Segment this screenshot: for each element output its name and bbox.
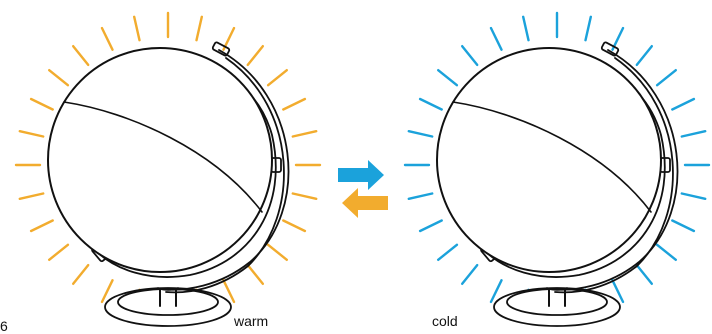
cold-ray <box>437 68 459 87</box>
warm-ray <box>282 97 307 111</box>
warm-globe-drawing <box>47 41 290 327</box>
warm-globe-meridian <box>159 49 290 291</box>
cold-ray <box>489 26 503 51</box>
warm-globe-top-cap <box>211 41 231 57</box>
arrow-left <box>342 188 388 218</box>
warm-ray <box>246 45 264 67</box>
warm-globe-equator <box>63 101 263 213</box>
warm-ray <box>266 243 288 261</box>
cold-globe-meridian <box>548 49 679 291</box>
warm-ray <box>132 15 141 42</box>
warm-globe <box>14 11 322 327</box>
cold-ray <box>680 129 707 138</box>
warm-label: warm <box>233 313 268 329</box>
cold-ray <box>418 219 443 233</box>
cold-ray <box>635 263 653 285</box>
warm-ray <box>222 279 236 304</box>
warm-ray <box>100 279 114 304</box>
cold-ray <box>489 279 503 304</box>
warm-ray <box>29 97 54 111</box>
warm-ray <box>48 243 70 261</box>
cold-globe-top-cap <box>600 41 620 57</box>
warm-ray <box>195 15 204 42</box>
warm-ray <box>246 263 264 285</box>
warm-ray <box>291 192 318 201</box>
cold-ray <box>461 263 479 285</box>
cold-ray <box>522 15 530 42</box>
cold-ray <box>407 129 434 138</box>
cold-ray <box>407 192 434 201</box>
cold-globe-equator <box>452 101 652 213</box>
cold-ray <box>611 279 625 304</box>
warm-ray <box>100 26 114 51</box>
cold-ray <box>671 97 696 111</box>
cold-ray <box>635 45 653 67</box>
cold-globe-sphere <box>436 47 662 273</box>
warm-globe-sphere <box>47 47 273 273</box>
cold-ray <box>671 219 696 233</box>
warm-ray <box>291 129 318 138</box>
cold-ray <box>461 45 479 67</box>
cold-ray <box>437 243 459 261</box>
warm-ray <box>18 129 45 138</box>
warm-ray <box>71 263 90 285</box>
warm-ray <box>266 68 288 87</box>
warm-ray <box>29 219 54 233</box>
cold-ray <box>655 68 677 87</box>
cold-globe-drawing <box>436 41 679 327</box>
cold-label: cold <box>432 313 458 329</box>
cold-ray <box>584 15 592 42</box>
warm-ray <box>71 45 90 67</box>
arrow-right <box>338 160 384 190</box>
warm-ray <box>48 68 70 87</box>
exchange-arrows <box>338 160 388 218</box>
cold-globe <box>403 11 711 327</box>
warm-ray <box>282 219 307 233</box>
cold-ray <box>680 192 707 201</box>
corner-mark: 6 <box>0 318 8 334</box>
cold-ray <box>418 97 443 111</box>
cold-ray <box>655 243 677 261</box>
warm-globe-base <box>104 287 232 327</box>
cold-globe-base <box>493 287 621 327</box>
warm-ray <box>18 192 45 201</box>
